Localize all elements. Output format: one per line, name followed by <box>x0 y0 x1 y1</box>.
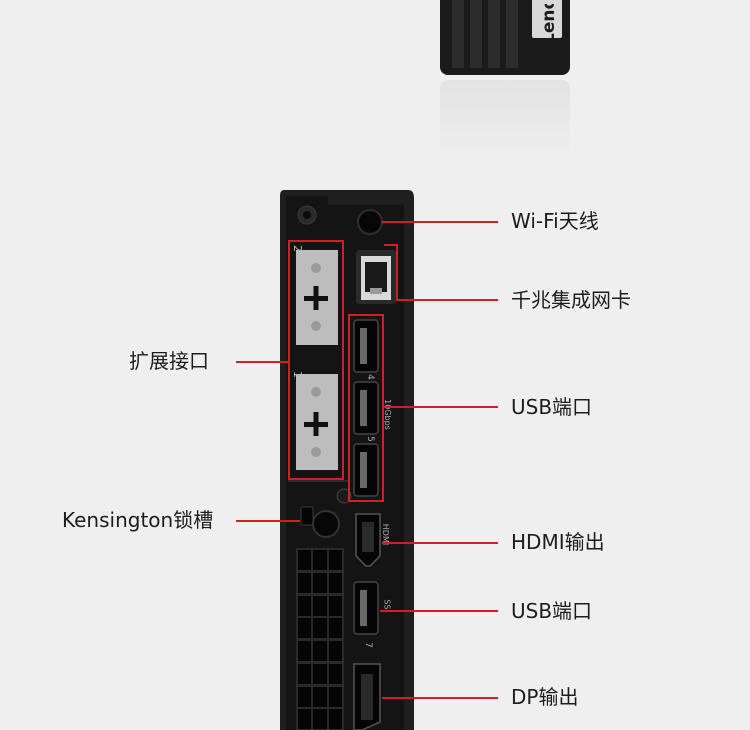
leader-expansion <box>236 361 288 363</box>
usb-7-number: 7 <box>362 642 373 648</box>
leader-nic <box>396 299 498 301</box>
callout-wifi-antenna: Wi-Fi天线 <box>511 209 599 233</box>
vent-cell <box>298 595 312 616</box>
usb-speed-lower: SS <box>382 599 392 610</box>
vent-cell <box>298 618 312 639</box>
callout-gigabit-nic: 千兆集成网卡 <box>511 288 631 312</box>
leader-dp <box>382 697 498 699</box>
expansion-ports-highlight <box>288 240 344 480</box>
callout-usb-upper: USB端口 <box>511 395 593 419</box>
leader-usb-upper <box>384 406 498 408</box>
vent-cell <box>298 572 312 593</box>
leader-kensington <box>236 520 300 522</box>
callout-dp-out: DP输出 <box>511 685 579 709</box>
vent-cell <box>328 595 342 616</box>
vent-cell <box>328 686 342 707</box>
vent-cell <box>313 663 327 684</box>
leader-hdmi <box>382 542 498 544</box>
vent-cell <box>313 641 327 661</box>
vent-cell <box>313 550 327 570</box>
vent-cell <box>328 618 342 639</box>
vent-cell <box>313 618 327 639</box>
vent-cell <box>313 709 327 730</box>
vent-cell <box>298 663 312 684</box>
vent-cell <box>313 572 327 593</box>
vent-cell <box>313 595 327 616</box>
dongle-image <box>440 0 570 162</box>
vent-cell <box>298 686 312 707</box>
usb-speed-upper: 10Gbps <box>382 399 392 430</box>
leader-nic-top <box>384 244 398 246</box>
callout-expansion-ports: 扩展接口 <box>129 349 209 373</box>
vent-cell <box>298 550 312 570</box>
leader-usb-lower <box>380 610 498 612</box>
leader-wifi <box>382 221 498 223</box>
vent-cell <box>328 663 342 684</box>
callout-kensington-lock: Kensington锁槽 <box>62 508 214 532</box>
vent-cell <box>328 572 342 593</box>
vent-cell <box>328 550 342 570</box>
leader-nic-v <box>396 244 398 301</box>
vent-cell <box>313 686 327 707</box>
vent-cell <box>328 709 342 730</box>
vent-grid <box>298 550 342 730</box>
callout-usb-lower: USB端口 <box>511 599 593 623</box>
vent-cell <box>298 641 312 661</box>
usb-upper-highlight <box>348 314 384 502</box>
vent-cell <box>298 709 312 730</box>
vent-cell <box>328 641 342 661</box>
callout-hdmi-out: HDMI输出 <box>511 530 605 554</box>
